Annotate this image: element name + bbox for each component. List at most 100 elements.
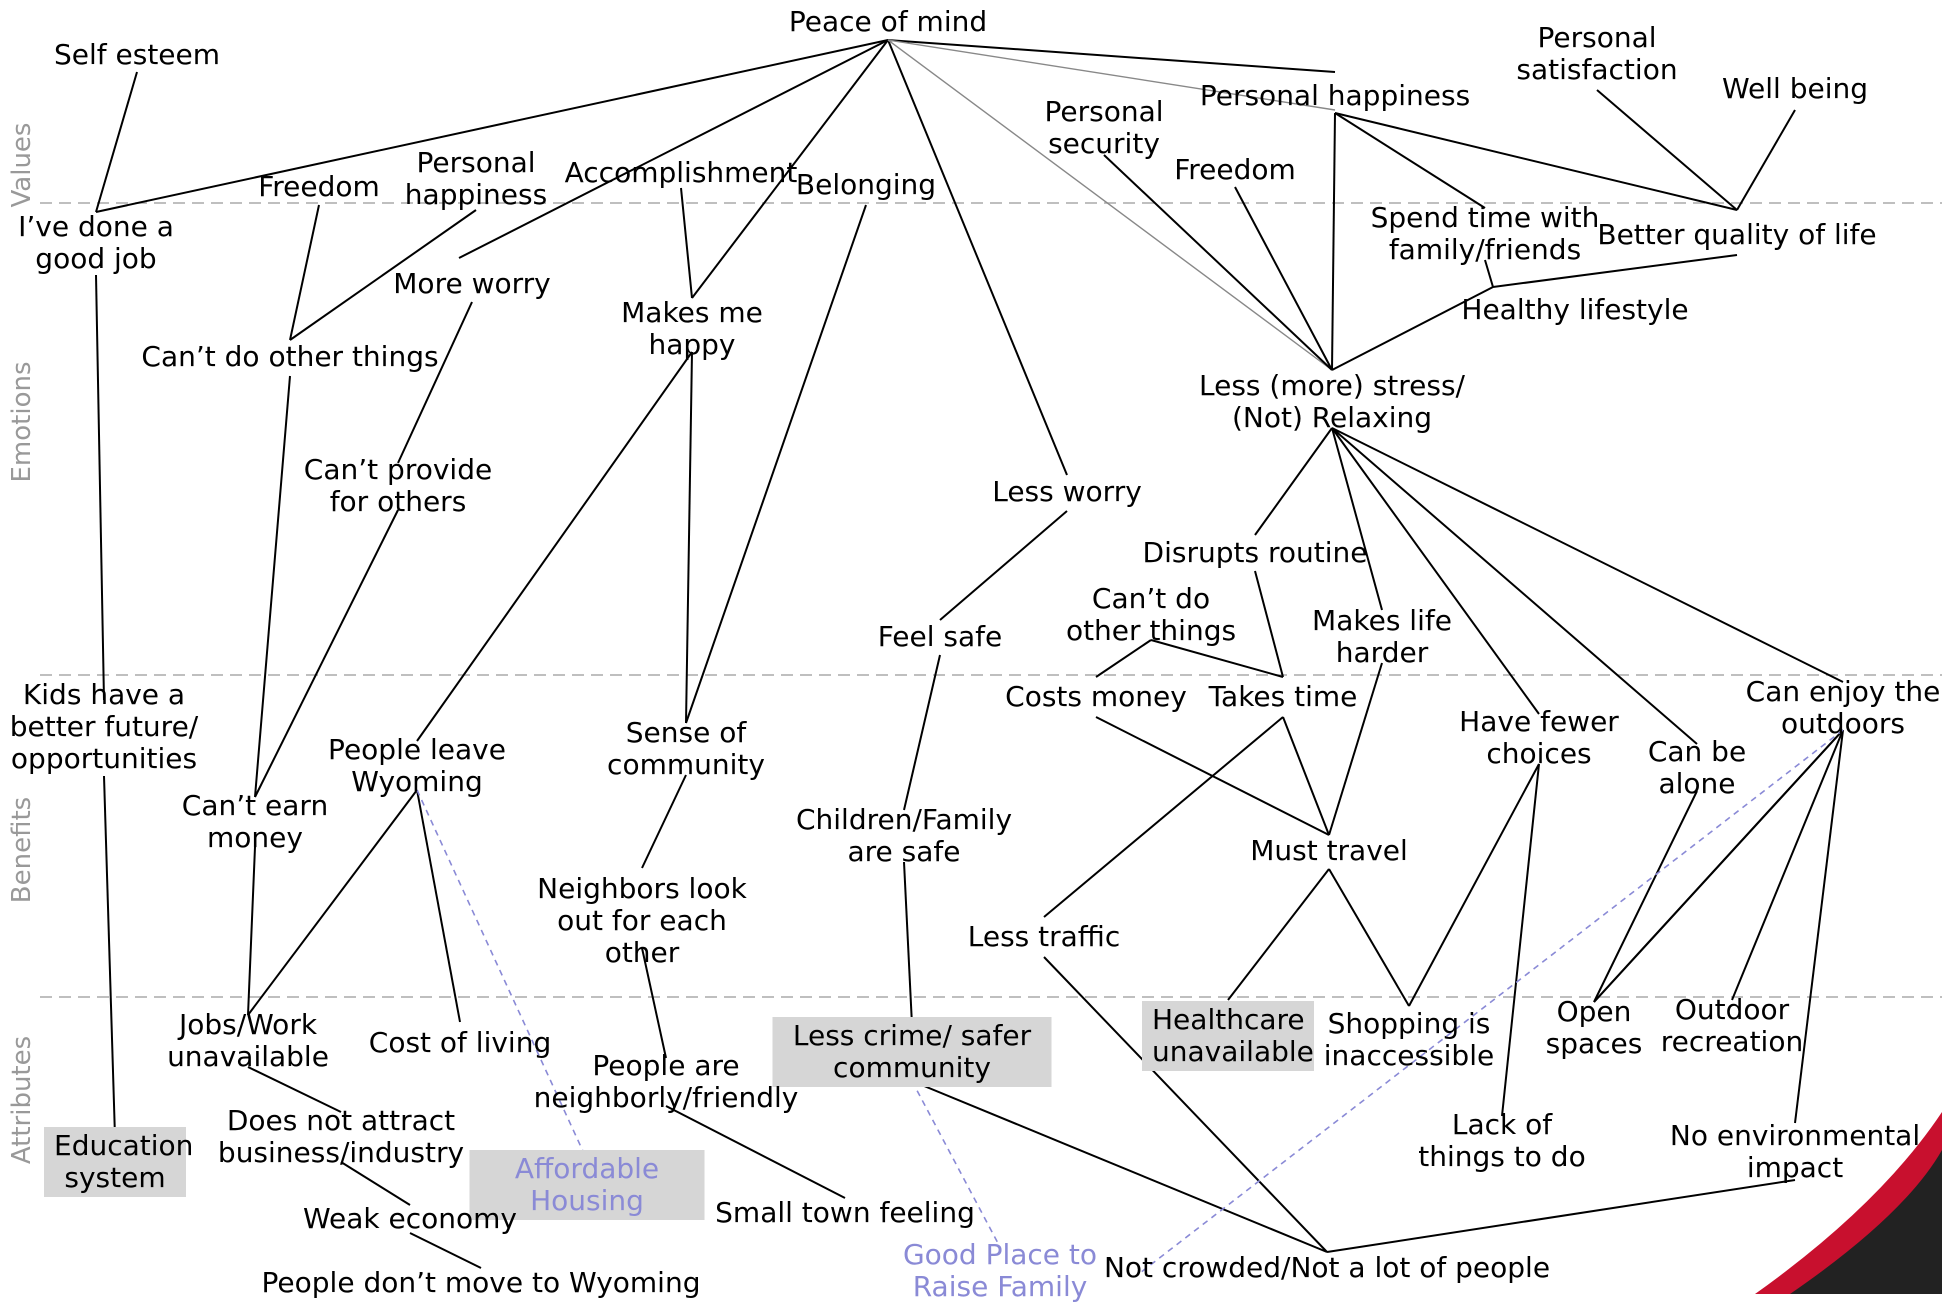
link-line-15 <box>685 351 693 724</box>
link-line-64 <box>1326 1179 1796 1253</box>
node-can-be-alone: Can be alone <box>1647 735 1747 800</box>
link-line-10 <box>680 187 693 299</box>
node-personal-happiness-left: Personal happiness <box>404 146 548 211</box>
node-done-good-job: I’ve done a good job <box>18 210 174 275</box>
dashed-link-line-2 <box>1139 729 1844 1274</box>
link-line-45 <box>1593 790 1698 1003</box>
link-line-22 <box>1334 112 1738 211</box>
link-line-16 <box>416 351 693 742</box>
node-people-leave: People leave Wyoming <box>328 733 506 798</box>
link-line-61 <box>665 1105 846 1199</box>
node-less-crime: Less crime/ safer community <box>772 1017 1052 1087</box>
link-line-47 <box>1794 729 1844 1124</box>
node-open-spaces: Open spaces <box>1545 995 1643 1060</box>
band-label-benefits: Benefits <box>7 796 37 904</box>
link-line-54 <box>641 947 667 1059</box>
node-must-travel: Must travel <box>1250 834 1408 867</box>
link-line-57 <box>903 861 913 1026</box>
link-line-21 <box>1334 112 1486 209</box>
band-label-attributes: Attributes <box>7 1035 37 1165</box>
link-line-60 <box>409 1232 482 1269</box>
link-line-59 <box>340 1161 411 1206</box>
node-personal-satisfaction: Personal satisfaction <box>1516 21 1678 86</box>
link-line-40 <box>1227 868 1330 1001</box>
band-dividers <box>40 202 1942 998</box>
link-line-53 <box>641 774 687 869</box>
link-line-1 <box>887 39 1336 73</box>
node-outdoor-recreation: Outdoor recreation <box>1660 993 1804 1058</box>
node-makes-life-harder: Makes life harder <box>1312 604 1452 669</box>
link-line-29 <box>1331 427 1383 611</box>
node-neighbors-look-out: Neighbors look out for each other <box>537 872 747 969</box>
node-shopping: Shopping is inaccessible <box>1323 1007 1495 1072</box>
link-line-56 <box>903 654 941 811</box>
link-line-2 <box>458 39 889 259</box>
node-jobs-unavailable: Jobs/Work unavailable <box>167 1008 329 1073</box>
link-line-9 <box>289 209 477 341</box>
node-lack-of-things: Lack of things to do <box>1418 1108 1586 1173</box>
node-freedom-right: Freedom <box>1174 153 1296 186</box>
node-cant-earn-money: Can’t earn money <box>181 789 329 854</box>
link-line-39 <box>1043 716 1284 918</box>
node-sense-of-community: Sense of community <box>607 716 765 781</box>
link-line-35 <box>1095 639 1152 678</box>
link-line-0 <box>95 39 889 213</box>
link-line-31 <box>1331 427 1698 745</box>
link-line-46 <box>1731 729 1844 1001</box>
node-makes-me-happy: Makes me happy <box>621 296 763 361</box>
link-line-34 <box>1150 639 1284 678</box>
node-cost-of-living: Cost of living <box>368 1026 552 1059</box>
node-good-place: Good Place to Raise Family <box>902 1238 1098 1303</box>
node-weak-economy: Weak economy <box>302 1202 518 1235</box>
link-line-63 <box>1043 956 1328 1253</box>
link-line-8 <box>289 204 320 341</box>
node-education-system: Education system <box>44 1127 193 1197</box>
node-children-safe: Children/Family are safe <box>795 803 1013 868</box>
node-kids-future: Kids have a better future/ opportunities <box>9 678 199 775</box>
node-feel-safe: Feel safe <box>877 620 1003 653</box>
link-line-32 <box>1331 427 1844 683</box>
node-spend-time: Spend time with family/friends <box>1370 201 1600 266</box>
node-can-enjoy-outdoors: Can enjoy the outdoors <box>1745 675 1941 740</box>
links <box>95 39 1844 1274</box>
node-healthcare: Healthcare unavailable <box>1142 1001 1314 1071</box>
link-line-55 <box>939 510 1068 621</box>
link-line-26 <box>1492 254 1738 288</box>
link-line-37 <box>1282 716 1330 836</box>
node-better-quality: Better quality of life <box>1597 218 1877 251</box>
link-line-23 <box>1596 89 1738 211</box>
link-line-12 <box>397 301 473 464</box>
dashed-link-line-1 <box>911 1080 1001 1248</box>
link-line-50 <box>416 789 461 1023</box>
link-line-13 <box>254 375 291 798</box>
node-people-neighborly: People are neighborly/friendly <box>533 1049 799 1114</box>
dashed-link-line-0 <box>416 789 588 1161</box>
link-line-3 <box>691 39 889 299</box>
corner-dark-swoosh <box>1760 1125 1942 1294</box>
node-self-esteem: Self esteem <box>53 38 221 71</box>
node-belonging: Belonging <box>795 168 937 201</box>
node-affordable-housing: Affordable Housing <box>469 1150 705 1220</box>
link-line-48 <box>1593 729 1844 1003</box>
node-people-dont-move: People don’t move to Wyoming <box>261 1266 701 1299</box>
node-not-crowded: Not crowded/Not a lot of people <box>1103 1251 1551 1284</box>
link-line-33 <box>1254 570 1284 678</box>
link-line-42 <box>1408 763 1540 1007</box>
link-line-5 <box>887 39 1333 371</box>
link-line-28 <box>1254 427 1333 536</box>
node-accomplishment: Accomplishment <box>564 156 798 189</box>
node-cant-do-other-things-mid: Can’t do other things <box>1065 582 1237 647</box>
node-personal-security: Personal security <box>1044 95 1164 160</box>
node-less-traffic: Less traffic <box>967 920 1121 953</box>
link-line-24 <box>1736 109 1796 211</box>
node-small-town: Small town feeling <box>715 1196 975 1229</box>
node-takes-time: Takes time <box>1208 680 1358 713</box>
link-line-41 <box>1328 868 1410 1007</box>
link-line-20 <box>1331 112 1336 371</box>
node-more-worry: More worry <box>393 267 551 300</box>
node-disrupts-routine: Disrupts routine <box>1142 536 1368 569</box>
node-well-being: Well being <box>1721 72 1869 105</box>
link-line-6 <box>887 39 1336 111</box>
node-personal-happiness-right: Personal happiness <box>1199 79 1471 112</box>
link-line-62 <box>911 1080 1328 1253</box>
